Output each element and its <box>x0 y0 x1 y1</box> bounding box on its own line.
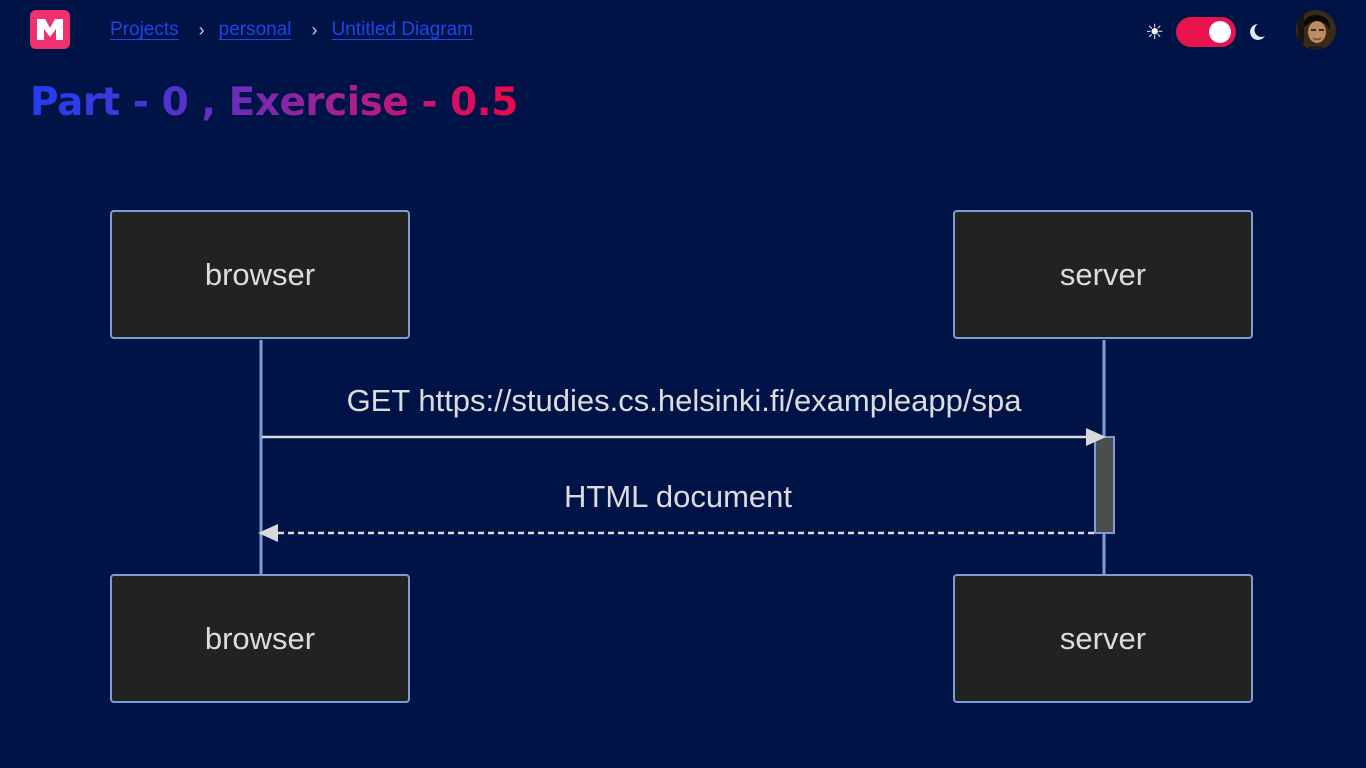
response-message-label: HTML document <box>564 479 792 514</box>
breadcrumb-diagram-link[interactable]: Untitled Diagram <box>331 19 474 40</box>
server-activation-bar <box>1094 436 1115 534</box>
response-arrowhead <box>258 524 278 542</box>
participant-server-bottom[interactable]: server <box>953 574 1253 703</box>
chevron-right-icon: › <box>311 19 318 40</box>
breadcrumb-projects-link[interactable]: Projects <box>110 19 179 40</box>
user-avatar[interactable] <box>1296 10 1336 50</box>
breadcrumb: Projects › personal › Untitled Diagram <box>110 16 473 44</box>
top-bar: Projects › personal › Untitled Diagram ☀ <box>0 0 1366 62</box>
app-logo-icon[interactable] <box>30 10 70 49</box>
participant-browser-bottom[interactable]: browser <box>110 574 410 703</box>
dark-mode-toggle[interactable] <box>1176 17 1236 47</box>
chevron-right-icon: › <box>198 19 205 40</box>
participant-browser-top[interactable]: browser <box>110 210 410 339</box>
participant-server-top[interactable]: server <box>953 210 1253 339</box>
sun-icon[interactable]: ☀ <box>1145 20 1164 44</box>
moon-icon[interactable] <box>1248 22 1266 42</box>
breadcrumb-personal-link[interactable]: personal <box>218 19 292 40</box>
theme-controls: ☀ <box>1145 14 1266 50</box>
request-arrowhead <box>1086 428 1106 446</box>
request-message-label: GET https://studies.cs.helsinki.fi/examp… <box>346 383 1022 418</box>
toggle-knob <box>1209 21 1231 43</box>
page-title: Part - 0 , Exercise - 0.5 <box>30 80 518 125</box>
